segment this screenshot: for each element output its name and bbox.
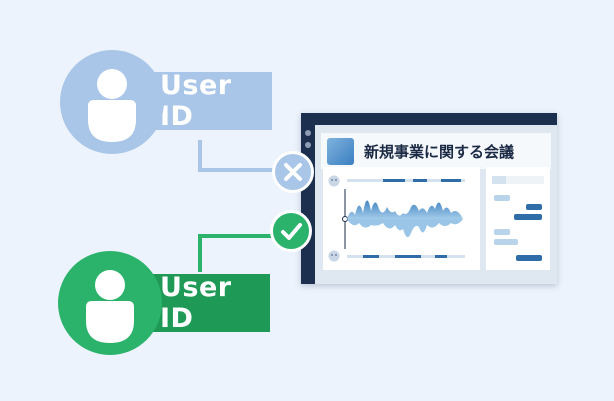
connector-rejected	[198, 140, 280, 172]
speaker-face-icon	[328, 250, 340, 262]
chat-bubble	[494, 195, 510, 201]
meeting-icon	[327, 137, 354, 165]
segment	[441, 179, 461, 182]
accept-badge	[270, 210, 312, 252]
waveform-negative	[347, 219, 463, 238]
segment	[395, 255, 421, 258]
x-mark-icon	[284, 163, 302, 181]
chat-messages	[492, 176, 544, 261]
speaker-face-icon	[328, 175, 340, 187]
chat-bubble	[514, 214, 542, 220]
window-topbar	[301, 113, 557, 125]
user-icon	[88, 69, 136, 142]
chat-bubble	[526, 204, 542, 210]
audio-waveform	[328, 175, 465, 262]
check-mark-icon	[281, 223, 302, 240]
chat-panel	[486, 167, 550, 270]
user-id-text-rejected: User ID	[160, 70, 232, 132]
chat-bubble	[516, 255, 542, 261]
segment	[363, 255, 379, 258]
meeting-title-bar: 新規事業に関する会議	[321, 133, 551, 169]
user-id-text-accepted: User ID	[160, 272, 232, 334]
reject-badge	[272, 151, 314, 193]
segment	[413, 179, 427, 182]
waveform-panel	[323, 167, 480, 270]
sidebar-dot[interactable]	[305, 130, 311, 136]
segment	[435, 255, 447, 258]
window-sidebar	[301, 113, 315, 284]
waveform-positive	[347, 200, 463, 219]
chat-bubble	[494, 239, 518, 245]
meeting-title: 新規事業に関する会議	[364, 142, 515, 161]
chat-bubble	[494, 229, 510, 235]
sidebar-dot[interactable]	[305, 142, 311, 148]
user-icon	[86, 270, 134, 343]
meeting-window: 新規事業に関する会議	[301, 113, 557, 284]
connector-accepted	[198, 234, 280, 272]
avatar-rejected	[60, 50, 164, 154]
avatar-accepted	[58, 251, 162, 355]
segment	[383, 179, 405, 182]
